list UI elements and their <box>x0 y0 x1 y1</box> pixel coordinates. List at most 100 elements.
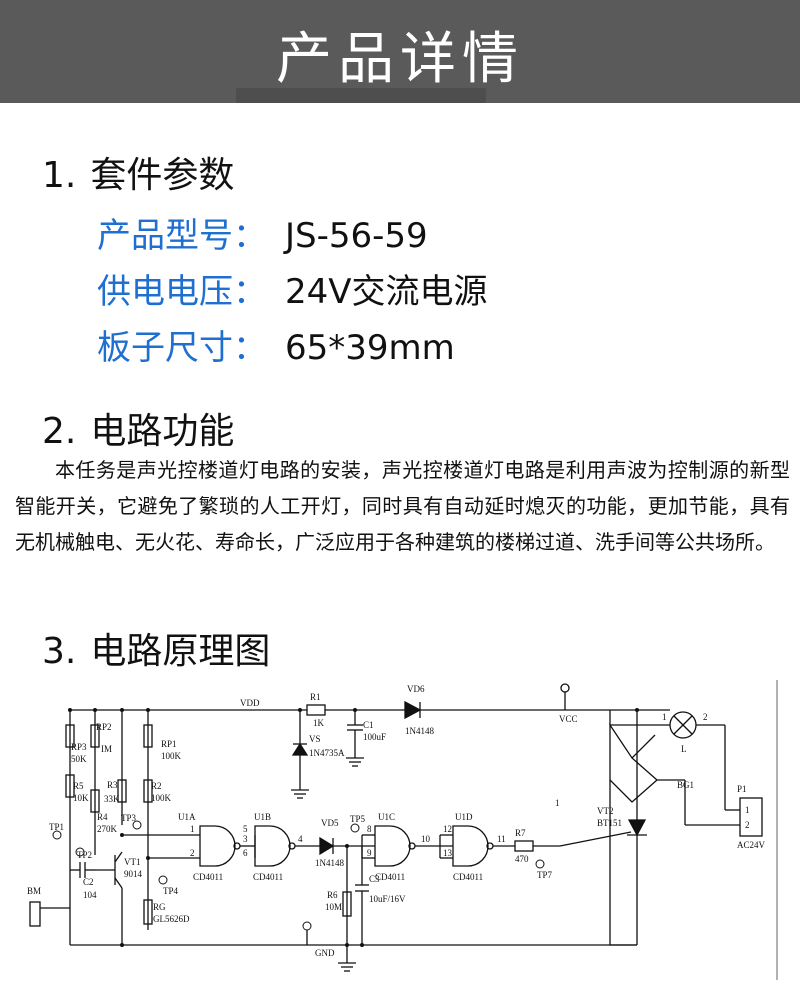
label-c3: C3 <box>369 874 380 884</box>
label-r3: R3 <box>107 780 118 790</box>
label-tp4: TP4 <box>163 886 179 896</box>
label-r5-value: 10K <box>73 793 89 803</box>
label-vd6: VD6 <box>407 684 425 694</box>
label-rp2: RP2 <box>96 722 112 732</box>
label-bg1: BG1 <box>677 780 694 790</box>
pin-label: 10 <box>421 834 431 844</box>
section-title: 电路原理图 <box>90 631 271 672</box>
pin-label: 8 <box>367 824 372 834</box>
pin-label: 1 <box>190 824 195 834</box>
label-rg-value: GL5626D <box>153 914 190 924</box>
label-c2-value: 104 <box>83 890 97 900</box>
section-number: 2. <box>42 411 77 452</box>
section-number: 3. <box>42 631 77 672</box>
label-tp3: TP3 <box>121 813 137 823</box>
page-title: 产品详情 <box>276 27 524 92</box>
spec-row-voltage: 供电电压： 24V交流电源 <box>97 264 488 313</box>
pin-label: 4 <box>298 834 303 844</box>
label-r5: R5 <box>73 781 84 791</box>
label-tp7: TP7 <box>537 870 553 880</box>
label-r4-value: 270K <box>97 824 118 834</box>
label-p1: P1 <box>737 784 747 794</box>
spec-row-model: 产品型号： JS-56-59 <box>97 208 428 257</box>
label-u1d: U1D <box>455 812 473 822</box>
label-r7: R7 <box>515 828 526 838</box>
label-vt1: VT1 <box>124 857 141 867</box>
pin-label: 3 <box>243 834 248 844</box>
label-rp2-value: IM <box>101 744 112 754</box>
label-rg: RG <box>153 902 166 912</box>
spec-row-size: 板子尺寸： 65*39mm <box>97 320 455 369</box>
function-paragraph: 本任务是声光控楼道灯电路的安装，声光控楼道灯电路是利用声波为控制源的新型智能开关… <box>15 458 790 554</box>
label-vs: VS <box>309 734 321 744</box>
label-u1a: U1A <box>178 812 196 822</box>
label-vcc: VCC <box>559 714 578 724</box>
section-title: 电路功能 <box>90 411 235 452</box>
label-ic-u1a: CD4011 <box>193 872 223 882</box>
pin-label: 1 <box>662 712 667 722</box>
label-tp5: TP5 <box>350 814 366 824</box>
label-ic-u1d: CD4011 <box>453 872 483 882</box>
label-ic-u1c: CD4011 <box>375 872 405 882</box>
label-vt2: VT2 <box>597 806 614 816</box>
label-r6-value: 10M <box>325 902 342 912</box>
label-ac24v: AC24V <box>737 840 766 850</box>
label-r1: R1 <box>310 692 321 702</box>
spec-value: JS-56-59 <box>285 216 428 256</box>
label-vd5-value: 1N4148 <box>315 858 344 868</box>
section-heading-specs: 1. 套件参数 <box>42 146 234 198</box>
pin-label: 2 <box>190 848 195 858</box>
label-p1-pin2: 2 <box>745 820 750 830</box>
section-title: 套件参数 <box>90 155 235 196</box>
label-vd6-value: 1N4148 <box>405 726 434 736</box>
label-u1b: U1B <box>254 812 271 822</box>
header-banner: 产品详情 <box>0 0 800 103</box>
label-c2: C2 <box>83 877 94 887</box>
spec-value: 65*39mm <box>285 328 455 368</box>
label-c1: C1 <box>363 720 374 730</box>
label-c1-value: 100uF <box>363 732 386 742</box>
pin-label: 9 <box>367 848 372 858</box>
label-r1-value: 1K <box>313 718 325 728</box>
label-gnd: GND <box>315 948 335 958</box>
pin-label: 12 <box>443 824 452 834</box>
label-vdd: VDD <box>240 698 260 708</box>
spec-value: 24V交流电源 <box>285 272 488 312</box>
label-r2-value: 100K <box>151 793 172 803</box>
label-u1c: U1C <box>378 812 395 822</box>
label-ic-u1b: CD4011 <box>253 872 283 882</box>
pin-label: 13 <box>443 848 453 858</box>
header-shadow <box>236 88 486 103</box>
spec-key: 板子尺寸： <box>97 328 267 368</box>
label-r3-value: 33K <box>104 794 120 804</box>
label-rp1: RP1 <box>161 739 177 749</box>
label-r2: R2 <box>151 781 162 791</box>
label-vs-value: 1N4735A <box>309 748 345 758</box>
label-rp1-value: 100K <box>161 751 182 761</box>
section-number: 1. <box>42 155 77 196</box>
label-r4: R4 <box>97 812 108 822</box>
label-vt1-value: 9014 <box>124 869 143 879</box>
label-tp2: TP2 <box>77 850 92 860</box>
label-c3-value: 10uF/16V <box>369 894 406 904</box>
pin-label: 5 <box>243 824 248 834</box>
label-vt2-value: BT151 <box>597 818 622 828</box>
pin-label: 2 <box>703 712 708 722</box>
label-r7-value: 470 <box>515 854 529 864</box>
label-bm: BM <box>27 886 41 896</box>
pin-label: 1 <box>555 798 560 808</box>
spec-key: 供电电压： <box>97 272 267 312</box>
label-lamp: L <box>681 744 687 754</box>
label-rp3: RP3 <box>71 742 87 752</box>
section-heading-function: 2. 电路功能 <box>42 402 234 454</box>
label-tp1: TP1 <box>49 822 64 832</box>
section-heading-schematic: 3. 电路原理图 <box>42 622 270 674</box>
label-rp3-value: 50K <box>71 754 87 764</box>
label-vd5: VD5 <box>321 818 339 828</box>
circuit-schematic: VDD GND VCC R1 1K C1 100uF VD6 1N4148 VS… <box>27 680 778 980</box>
pin-label: 11 <box>497 834 506 844</box>
spec-key: 产品型号： <box>97 216 267 256</box>
label-p1-pin1: 1 <box>745 805 750 815</box>
pin-label: 6 <box>243 848 248 858</box>
label-r6: R6 <box>327 890 338 900</box>
